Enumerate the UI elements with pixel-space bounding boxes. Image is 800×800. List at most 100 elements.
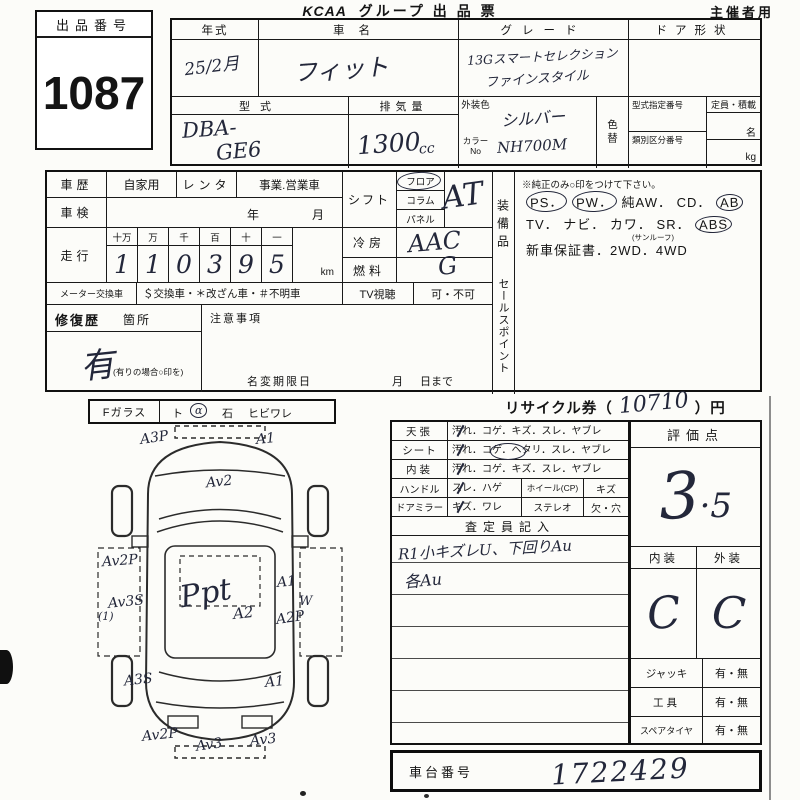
ac-value-cell <box>397 228 492 258</box>
displacement-label: 排気量 <box>349 97 459 115</box>
inspection-year-unit: 年 <box>247 208 260 222</box>
equip-ps: PS． <box>525 190 568 213</box>
lot-number: 1087 <box>42 67 146 119</box>
shift-label: シフト <box>342 172 397 228</box>
equipment-sunroof-note: (サンルーフ) <box>632 233 675 242</box>
shift-column-option: コラム <box>397 191 444 210</box>
equip-cd: CD． <box>676 195 712 210</box>
door-shape-label: ドア形状 <box>629 20 760 40</box>
grade-label: グレード <box>459 20 629 40</box>
displacement-cell: 1300 cc <box>349 115 459 168</box>
row-label: 天張 <box>392 422 448 441</box>
digit-header: 千 <box>169 228 200 246</box>
divider <box>342 172 343 305</box>
inspection-label: 車検 <box>47 198 107 228</box>
tv-value: 可・不可 <box>414 283 492 305</box>
lot-box: 出品番号 1087 <box>35 10 153 150</box>
jack-label: ジャッキ <box>631 659 703 688</box>
color-block: 外装色 カラーNo シルバー NH700M <box>459 97 597 168</box>
year-label: 年式 <box>172 20 259 40</box>
history-label: 車歴 <box>47 172 107 198</box>
organizer-label: 主催者用 <box>710 5 775 20</box>
sheet-title: KCAA グループ 出 品 票 <box>250 1 550 19</box>
row-label2: ホイール(CP) <box>522 479 584 498</box>
recycle-amount: 10710 <box>617 388 690 420</box>
scan-artifact <box>424 794 429 798</box>
digit-header: 十万 <box>107 228 138 246</box>
rule-line <box>392 626 628 627</box>
inspector-note-1: R1小キズレU、下回りAu <box>397 536 573 564</box>
interior-label: 内装 <box>631 547 697 569</box>
rule-line <box>392 594 628 595</box>
rule-line <box>392 722 628 723</box>
repair-header: 修復歴 箇所 <box>47 305 202 332</box>
model-line1: DBA- <box>181 115 238 143</box>
recolor-label: 色替 <box>606 119 618 146</box>
capacity-block: 定員・積載 名 kg <box>707 97 760 168</box>
year-cell: 25/2月 <box>172 40 259 97</box>
exterior-grade: C <box>710 587 747 640</box>
row-label: ハンドル <box>392 479 448 498</box>
caution-label: 注意事項 <box>210 313 262 325</box>
fglass-item-to: ト <box>172 408 183 420</box>
score-value-sub: ·5 <box>699 486 733 526</box>
row-items2: キズ <box>584 479 628 498</box>
meter-options: ＄交換車・＊改ざん車・＃不明車 <box>137 283 342 305</box>
equip-tv: TV． <box>526 217 559 232</box>
equip-sr: SR． <box>656 217 691 232</box>
rename-month: 月 <box>392 376 403 388</box>
capacity-label: 定員・積載 <box>707 97 760 113</box>
mileage-digit: 3 <box>200 246 231 283</box>
car-name-cell: フィット <box>259 40 459 97</box>
mileage-label: 走行 <box>47 228 107 283</box>
mileage-digit: 1 <box>138 246 169 283</box>
row-label: 内装 <box>392 460 448 479</box>
shift-value: AT <box>439 175 486 217</box>
mileage-digit: 0 <box>169 246 200 283</box>
digit-header: 万 <box>138 228 169 246</box>
divider <box>514 172 515 394</box>
row-items: キズ．ワレ <box>448 498 522 517</box>
interior-grade: C <box>644 586 683 641</box>
model-line2: GE6 <box>215 137 263 165</box>
repair-value: 有 <box>78 344 117 388</box>
mileage-digit: 1 <box>107 246 138 283</box>
shift-value-cell <box>445 172 492 228</box>
row-items: 汚れ．コゲ．キズ．スレ．ヤブレ <box>448 460 628 479</box>
damage-code: A1 <box>276 573 297 591</box>
car-top-view-drawing <box>97 425 343 759</box>
equip-ab: AB <box>715 193 744 212</box>
fglass-item-ishi: 石 <box>222 408 233 420</box>
row-items2: 欠・穴 <box>584 498 628 517</box>
damage-code: (1) <box>98 610 114 623</box>
equipment-line3: 新車保証書．2WD．4WD <box>526 243 688 258</box>
damage-code: A3S <box>123 670 154 690</box>
damage-code: A1 <box>255 430 276 448</box>
repair-label: 修復歴 <box>55 313 101 328</box>
damage-code: W <box>299 594 313 609</box>
salespoint-vertical-label: セールスポイント <box>492 262 514 390</box>
equip-navi: ナビ． <box>563 217 606 232</box>
sheet-title-text: グループ 出 品 票 <box>358 3 498 19</box>
mileage-unit-cell: km <box>293 228 342 283</box>
equipment-vertical-label: 装備品 <box>492 178 514 273</box>
shift-options: フロア コラム パネル <box>397 172 445 228</box>
repair-value-cell: 有 (有りの場合○印を) <box>47 332 202 392</box>
repair-sub-label: 箇所 <box>123 313 152 327</box>
divider <box>492 172 493 394</box>
mileage-unit: km <box>320 267 334 278</box>
type-cert-label: 型式指定番号 <box>629 97 706 132</box>
history-band: 車歴 自家用 レンタ 事業.営業車 車検 年 月 走行 十万 万 千 百 十 一… <box>45 170 762 394</box>
year-value: 25/2月 <box>183 53 241 81</box>
tv-label: TV視聴 <box>342 283 414 305</box>
lot-label: 出品番号 <box>37 12 151 38</box>
color-no-value: NH700M <box>496 135 568 157</box>
rename-deadline-label: 名変期限日 <box>247 376 312 388</box>
equipment-line1: PS． PW． 純AW． CD． AB <box>525 190 744 213</box>
inspection-month-unit: 月 <box>312 208 325 222</box>
row-label: ドアミラー <box>392 498 448 517</box>
tool-value: 有・無 <box>703 688 760 717</box>
inspector-note-2: 各Au <box>403 569 443 592</box>
equip-abs: ABS <box>694 215 733 234</box>
